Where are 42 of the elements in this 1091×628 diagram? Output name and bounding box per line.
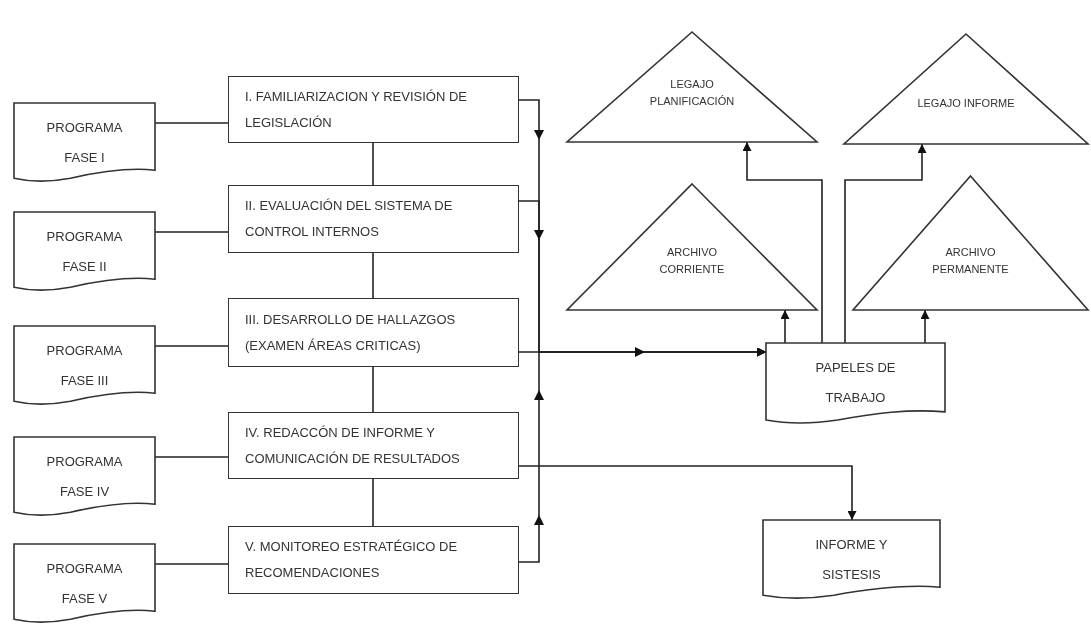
arrow [742,141,823,344]
process-box [228,76,519,143]
document-shape [14,437,155,517]
connector-line [372,366,374,413]
connector-line [372,252,374,299]
connector-line [372,142,374,186]
triangle-shape [853,176,1088,310]
node-text: III. DESARROLLO DE HALLAZGOS (EXAMEN ÁREAS CRITICAS) [245,310,457,355]
arrow [920,309,930,344]
document-shape [14,326,155,406]
triangle-shape [844,34,1088,144]
node-text: PROGRAMA FASE I [45,119,124,167]
document-shape [766,343,945,425]
node-text: PROGRAMA FASE III [45,342,124,390]
triangle-shape [567,32,817,142]
node-text: ARCHIVO PERMANENTE [931,245,1010,277]
process-box [228,298,519,367]
document-shape [14,212,155,292]
process-box [228,526,519,594]
process-box [228,185,519,253]
document-shape [14,103,155,183]
node-text: II. EVALUACIÓN DEL SISTEMA DE CONTROL INTERNOS [245,197,454,241]
node-text: PROGRAMA FASE V [45,560,124,608]
arrow [844,143,927,344]
arrow [780,309,790,344]
node-text: I. FAMILIARIZACION Y REVISIÓN DE LEGISLACIÓN [245,87,468,132]
node-text: IV. REDACCÓN DE INFORME Y COMUNICACIÓN DE RESULTADOS [245,423,461,468]
node-text: INFORME Y SISTESIS [814,536,889,584]
connector-line [372,478,374,527]
arrow [518,465,857,521]
document-shape [763,520,940,600]
node-text: PROGRAMA FASE IV [45,453,124,501]
process-box [228,412,519,479]
node-text: LEGAJO PLANIFICACIÓN [648,77,736,109]
node-text: PROGRAMA FASE II [45,228,124,276]
node-text: PAPELES DE TRABAJO [814,359,897,407]
node-text: ARCHIVO CORRIENTE [658,245,726,277]
triangle-shape [567,184,817,310]
node-text: V. MONITOREO ESTRATÉGICO DE RECOMENDACIONES [245,538,459,582]
node-text: LEGAJO INFORME [917,96,1015,111]
document-shape [14,544,155,624]
arrow [518,347,767,563]
